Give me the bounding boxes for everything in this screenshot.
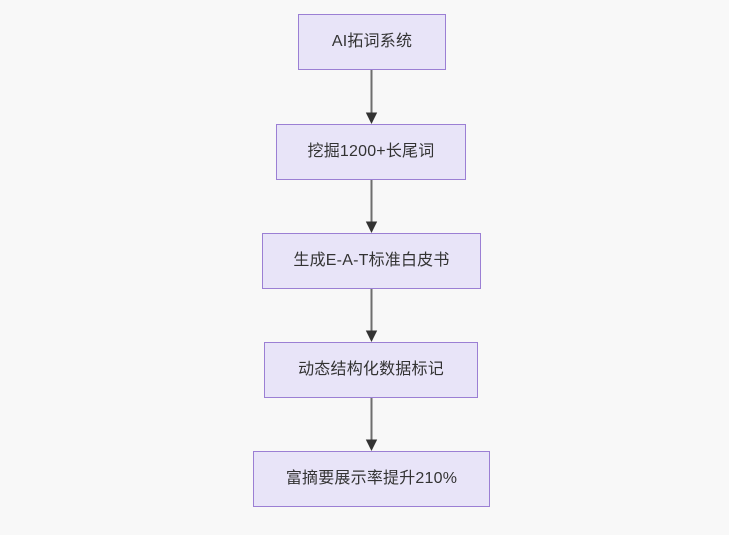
flow-node-ai-keyword-system[interactable]: AI拓词系统: [298, 14, 446, 70]
flow-node-dynamic-structured-data-markup[interactable]: 动态结构化数据标记: [264, 342, 478, 398]
flow-node-label: AI拓词系统: [331, 33, 413, 50]
edge-n2-n3: [365, 180, 378, 233]
flow-node-label: 动态结构化数据标记: [298, 361, 444, 378]
flow-node-generate-eat-whitepaper[interactable]: 生成E-A-T标准白皮书: [262, 233, 481, 289]
flow-node-label: 挖掘1200+长尾词: [307, 143, 435, 160]
edge-n1-n2: [365, 70, 378, 124]
flow-node-label: 生成E-A-T标准白皮书: [293, 252, 450, 269]
flow-node-label: 富摘要展示率提升210%: [285, 470, 458, 487]
edge-n3-n4: [365, 289, 378, 342]
edge-n4-n5: [365, 398, 378, 451]
flow-node-rich-snippet-impression-lift[interactable]: 富摘要展示率提升210%: [253, 451, 490, 507]
flow-node-mine-longtail-keywords[interactable]: 挖掘1200+长尾词: [276, 124, 466, 180]
